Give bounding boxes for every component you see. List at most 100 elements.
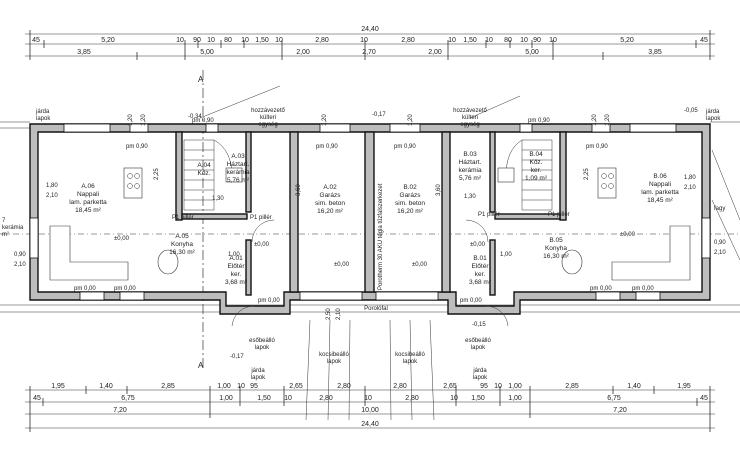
dim-bot-r1-7: 2,80: [337, 383, 351, 390]
dim-bot-r1-14: 1,40: [627, 383, 641, 390]
room-b06-floor: lam. parketta: [641, 189, 679, 196]
label-lvl-034: -0,34: [188, 114, 202, 120]
dim-bot-r2-12: 45: [700, 395, 708, 402]
label-w-120-c: 1,20: [322, 114, 328, 126]
label-jarda-tr2: lapok: [706, 116, 721, 122]
label-pm-090-b: pm 0,90: [192, 118, 214, 124]
label-w-120-f: 1,20: [605, 114, 611, 126]
top-dimension-lines: 24,40 45 5,20 10 90 10 80 10 1,50 10 2,8…: [25, 26, 715, 60]
label-esobeallo-right2: lapok: [471, 345, 486, 351]
label-lvl-017b: -0,17: [230, 354, 244, 360]
dim-top-r1-13: 1,50: [463, 37, 477, 44]
label-lvl-000-a: ±0,00: [114, 236, 130, 242]
label-w-250: 2,50: [326, 308, 332, 320]
dim-top-r1-7: 1,50: [255, 37, 269, 44]
dim-bot-r2-0: 45: [33, 395, 41, 402]
dim-top-r2-2: 2,00: [296, 49, 310, 56]
room-a03-code: A.03: [231, 153, 245, 160]
label-hozzavezeto-left: hozzávezető: [251, 108, 285, 114]
dim-bot-r2-4: 10: [284, 395, 292, 402]
room-a03: A.03 Háztart. kerámia 5,76 m²: [226, 153, 250, 184]
label-lvl-000-d: ±0,00: [412, 262, 428, 268]
room-b06-area: 18,45 m²: [647, 197, 673, 204]
dim-top-r2-1: 5,00: [200, 49, 214, 56]
label-w-120-b: 1,20: [141, 114, 147, 126]
room-b02-code: B.02: [403, 184, 417, 191]
room-a01-floor: ker.: [231, 271, 242, 278]
label-pillar-left: P1 pillér: [172, 215, 194, 221]
dim-top-r1-0: 45: [32, 37, 40, 44]
label-pm-000-f: pm 0,00: [632, 286, 654, 292]
room-a03-floor: kerámia: [226, 169, 250, 176]
annotations: 7 kerámia m² fagy hozzávezető külteri eg…: [2, 108, 726, 381]
section-mark-top: A: [198, 75, 204, 84]
room-a02-code: A.02: [323, 184, 337, 191]
dim-bot-r1-5: 95: [250, 383, 258, 390]
label-w-210-rr: 2,10: [714, 250, 726, 256]
building-walls: [29, 123, 711, 315]
room-b03: B.03 Háztart. kerámia 5,76 m²: [458, 151, 482, 182]
dim-top-r1-20: 45: [700, 37, 708, 44]
label-lvl-000-f: ±0,00: [620, 232, 636, 238]
room-a04: A.04 Kőz.: [197, 162, 211, 177]
label-w-120-a: 1,20: [128, 114, 134, 126]
label-w-180-l: 1,80: [46, 183, 58, 189]
room-b05-area: 16,30 m²: [543, 253, 569, 260]
dim-top-r1-3: 90: [193, 37, 201, 44]
room-a04-name: Kőz.: [197, 170, 210, 177]
dim-top-r1-9: 2,80: [315, 37, 329, 44]
dim-bot-r1-3: 1,00: [217, 383, 231, 390]
label-w-360-b: 3,60: [436, 184, 442, 196]
section-mark-bottom: A: [198, 361, 204, 370]
dim-top-r1-18: 10: [549, 37, 557, 44]
room-b05-name: Konyha: [545, 245, 567, 252]
dim-top-r1-6: 10: [241, 37, 249, 44]
stairs-and-fixtures: [49, 139, 691, 327]
dim-top-r1-12: 10: [448, 37, 456, 44]
label-hozzavezeto-right2: külteri: [462, 115, 478, 121]
dim-top-r1-2: 10: [176, 37, 184, 44]
label-w-120-d: 1,20: [408, 114, 414, 126]
label-jarda-bl: járda: [250, 368, 265, 374]
room-a02-name: Garázs: [320, 192, 342, 199]
label-jarda-br: járda: [472, 368, 487, 374]
dim-bot-r1-8: 2,80: [393, 383, 407, 390]
dim-bot-r1-6: 2,65: [289, 383, 303, 390]
dim-bot-r1-0: 1,95: [51, 383, 65, 390]
room-a02-area: 16,20 m²: [317, 208, 343, 215]
label-lvl-000-e: ±0,00: [470, 242, 486, 248]
label-pm-000-b: pm 0,00: [114, 286, 136, 292]
dim-top-r2-5: 5,00: [525, 49, 539, 56]
label-kocsibeallo-right: kocsibeálló: [395, 352, 425, 358]
dim-bot-r1-9: 2,65: [443, 383, 457, 390]
dim-bot-r1-15: 1,95: [677, 383, 691, 390]
room-b04: B.04 Kőz. ker. 1,09 m²: [525, 151, 548, 182]
dim-top-r1-10: 10: [360, 37, 368, 44]
label-hozzavezeto-right: hozzávezető: [453, 108, 487, 114]
label-pm-000-c: pm 0,00: [258, 298, 280, 304]
dim-bot-r2-1: 6,75: [121, 395, 135, 402]
room-b03-floor: kerámia: [458, 167, 482, 174]
label-lvl-017: -0,17: [372, 112, 386, 118]
dim-top-r1-14: 10: [485, 37, 493, 44]
label-w-225-b: 2,25: [584, 168, 590, 180]
dim-bot-r1-13: 2,85: [565, 383, 579, 390]
dim-bot-r3-0: 7,20: [113, 407, 127, 414]
label-w-120-e: 1,20: [592, 114, 598, 126]
label-pm-090-c: pm 0,90: [316, 144, 338, 150]
dim-top-r1-1: 5,20: [101, 37, 115, 44]
room-a01-area: 3,68 m²: [225, 279, 248, 286]
label-w-130-a: 1,30: [212, 196, 224, 202]
label-lvl-000-b: ±0,00: [254, 242, 270, 248]
dim-bot-r1-11: 10: [494, 383, 502, 390]
dim-top-r1-8: 10: [275, 37, 283, 44]
label-keramia-area: m²: [2, 232, 9, 238]
label-porolofal: Porolófal: [364, 306, 388, 312]
room-b01-code: B.01: [473, 255, 487, 262]
dim-top-r1-16: 10: [520, 37, 528, 44]
label-jarda-tl: járda: [35, 109, 50, 115]
dim-top-r1-17: 90: [533, 37, 541, 44]
room-a05-area: 16,30 m²: [169, 249, 195, 256]
dim-top-r1-5: 80: [224, 37, 232, 44]
dim-top-r1-11: 2,80: [401, 37, 415, 44]
